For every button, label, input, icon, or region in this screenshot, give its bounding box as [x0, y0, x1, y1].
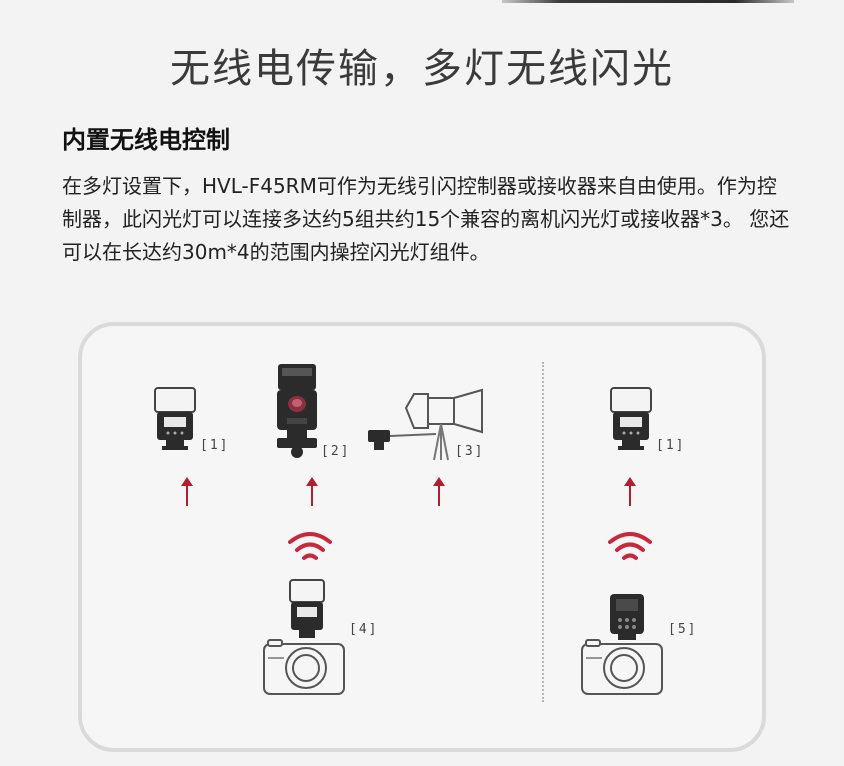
wireless-signal-icon	[288, 532, 332, 560]
arrow-up-icon	[433, 477, 445, 506]
diagram-divider	[542, 362, 544, 702]
flash-unit-1-right-icon	[610, 387, 652, 450]
label-2: [2]	[321, 444, 351, 459]
label-4: [4]	[349, 622, 379, 637]
camera-with-flash-4-icon	[263, 579, 345, 695]
top-image-edge	[502, 0, 794, 3]
flash-unit-1-icon	[154, 387, 196, 450]
label-1-right: [1]	[656, 438, 686, 453]
wireless-signal-icon	[608, 532, 652, 560]
arrow-up-icon	[306, 477, 318, 506]
section-heading: 内置无线电控制	[62, 126, 230, 154]
label-3: [3]	[455, 444, 485, 459]
page-title: 无线电传输，多灯无线闪光	[170, 46, 674, 92]
body-paragraph: 在多灯设置下，HVL-F45RM可作为无线引闪控制器或接收器来自由使用。作为控制…	[62, 174, 790, 264]
studio-light-receiver-3-icon	[368, 388, 483, 461]
arrow-up-icon	[624, 477, 636, 506]
camera-with-wireless-commander-5-icon	[581, 594, 663, 695]
label-5: [5]	[668, 622, 698, 637]
label-1: [1]	[200, 438, 230, 453]
arrow-up-icon	[181, 477, 193, 506]
flash-unit-2-icon	[277, 364, 317, 458]
